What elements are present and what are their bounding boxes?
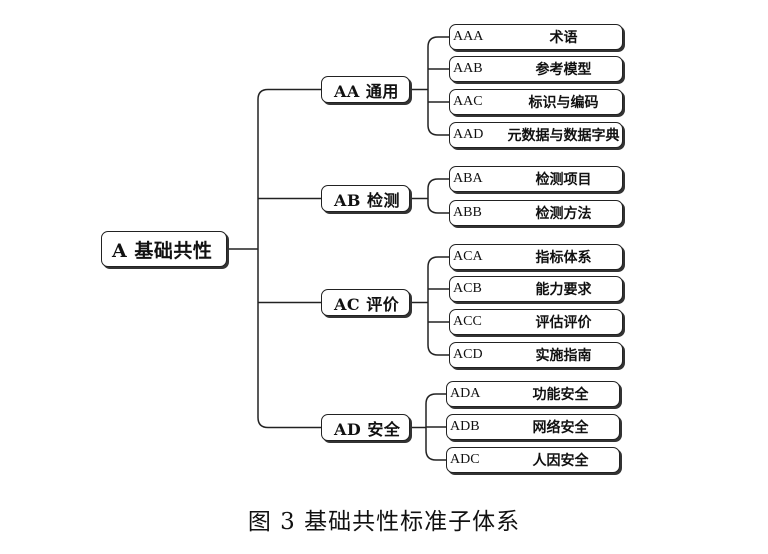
root-node: A 基础共性 [101,231,227,267]
leaf-name: 实施指南 [535,348,592,364]
leaf-code: ABA [453,171,483,186]
root-node-label: A 基础共性 [112,239,213,262]
leaf-code: ACC [453,314,482,329]
leaf-name: 参考模型 [535,62,592,78]
leaf-node-aaa: AAA 术语 [449,24,623,50]
leaf-node-ada: ADA 功能安全 [446,381,620,407]
leaf-node-aac: AAC 标识与编码 [449,89,623,115]
leaf-node-aad: AAD 元数据与数据字典 [449,122,623,148]
leaf-code: ADC [450,452,480,467]
group-node-label: AB 检测 [334,190,401,210]
leaf-name: 人因安全 [532,453,589,469]
leaf-name: 指标体系 [535,250,592,266]
leaf-node-acb: ACB 能力要求 [449,276,623,302]
leaf-name: 功能安全 [532,387,589,403]
leaf-code: ACA [453,249,483,264]
leaf-bracket-aa [427,36,449,136]
group-node-aa: AA 通用 [321,76,410,103]
leaf-bracket-ac [427,256,449,356]
leaf-code: AAC [453,94,483,109]
leaf-name: 术语 [549,30,578,46]
leaf-code: ACD [453,347,483,362]
leaf-node-acd: ACD 实施指南 [449,342,623,368]
group-node-label: AA 通用 [334,81,399,101]
leaf-name: 标识与编码 [528,95,599,111]
leaf-name: 检测项目 [535,172,592,188]
leaf-code: AAD [453,127,484,142]
main-trunk [257,88,321,429]
figure-caption: 图 3 基础共性标准子体系 [247,509,521,535]
leaf-name: 检测方法 [535,206,592,222]
leaf-code: AAA [453,29,484,44]
leaf-code: ADA [450,386,481,401]
leaf-name: 能力要求 [535,282,592,298]
leaf-name: 元数据与数据字典 [507,128,620,144]
leaf-node-adc: ADC 人因安全 [446,447,620,473]
leaf-node-abb: ABB 检测方法 [449,200,623,226]
group-node-label: AD 安全 [334,419,401,439]
group-node-ab: AB 检测 [321,185,410,212]
leaf-code: ADB [450,419,480,434]
leaf-code: AAB [453,61,483,76]
group-node-ac: AC 评价 [321,289,410,316]
leaf-code: ABB [453,205,482,220]
leaf-node-acc: ACC 评估评价 [449,309,623,335]
group-node-ad: AD 安全 [321,414,410,441]
leaf-node-aca: ACA 指标体系 [449,244,623,270]
group-node-label: AC 评价 [334,294,400,314]
leaf-bracket-ab [427,178,449,214]
leaf-code: ACB [453,281,482,296]
leaf-node-adb: ADB 网络安全 [446,414,620,440]
leaf-name: 评估评价 [535,315,592,331]
leaf-node-aba: ABA 检测项目 [449,166,623,192]
leaf-name: 网络安全 [532,420,589,436]
leaf-node-aab: AAB 参考模型 [449,56,623,82]
